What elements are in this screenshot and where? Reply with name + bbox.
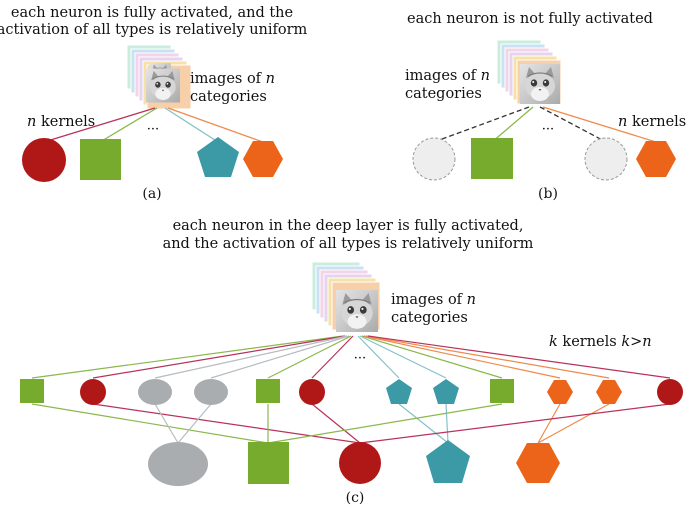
connection-line [357, 335, 400, 379]
connection-line [398, 403, 449, 444]
kernel-circle-inactive [584, 137, 628, 181]
kernel-hexagon-orange [636, 141, 676, 177]
connection-line [542, 106, 657, 143]
kitten-photo-icon [146, 67, 180, 104]
connection-line [367, 335, 671, 379]
panel-c-images-label-line1: images of n [391, 292, 476, 308]
deep-kernel-circle-red [339, 442, 381, 484]
kernel-square-green [20, 379, 44, 403]
connection-line [92, 403, 361, 444]
kernel-ellipse-gray [194, 379, 228, 405]
connection-line [154, 403, 179, 444]
panel-a: each neuron is fully activated, and the … [0, 5, 308, 202]
connection-line [267, 335, 352, 379]
panel-c-caption-line2: and the activation of all types is relat… [163, 236, 534, 252]
connection-line [43, 107, 156, 143]
panel-c-kernels-label: k kernels k>n [549, 334, 652, 350]
deep-kernel-hexagon-orange [516, 443, 560, 483]
kernel-square-green [471, 138, 513, 179]
connection-line-inactive [539, 106, 607, 143]
panel-a-images-label-line1: images of n [190, 71, 275, 87]
kernel-ellipse-gray [138, 379, 172, 405]
kernel-circle-red [657, 379, 683, 405]
panel-b-ellipsis: ··· [542, 122, 554, 137]
kernel-pentagon-teal [433, 379, 459, 404]
connection-line [154, 335, 348, 379]
kernel-pentagon-teal [386, 379, 412, 404]
connection-line [167, 107, 264, 143]
panel-c: each neuron in the deep layer is fully a… [20, 218, 683, 506]
panel-c-caption-line1: each neuron in the deep layer is fully a… [173, 218, 524, 234]
panel-b-images-label-line2: categories [405, 86, 482, 102]
panel-c-label: (c) [346, 490, 365, 506]
kernel-square-green [490, 379, 514, 403]
connection-line [361, 335, 503, 379]
connection-line [99, 107, 158, 143]
panel-a-ellipsis: ··· [147, 122, 159, 137]
kernel-square-green [80, 139, 121, 180]
kernel-hexagon-orange [596, 380, 622, 404]
panel-b-label: (b) [538, 186, 558, 202]
connection-line [311, 335, 354, 379]
kernel-circle-red [22, 138, 66, 182]
connection-line [210, 335, 350, 379]
panel-b-caption: each neuron is not fully activated [407, 11, 653, 27]
connection-line [164, 107, 219, 143]
panel-b: each neuron is not fully activated image… [405, 11, 686, 202]
kernel-pentagon-teal [197, 137, 239, 177]
kitten-photo-icon [336, 289, 378, 333]
connection-line [359, 335, 447, 379]
panel-c-ellipsis: ··· [354, 351, 366, 366]
kernel-circle-red [80, 379, 106, 405]
panel-c-images-label-line2: categories [391, 310, 468, 326]
kernel-hexagon-orange [547, 380, 573, 404]
panel-a-label: (a) [142, 186, 161, 202]
connection-line [365, 335, 610, 379]
panel-a-caption-line1: each neuron is fully activated, and the [11, 5, 293, 21]
deep-kernel-pentagon-teal [426, 440, 470, 483]
kernel-square-green [256, 379, 280, 403]
deep-kernel-square-green [248, 442, 289, 484]
connection-line [537, 403, 561, 444]
kitten-photo-icon [520, 63, 560, 105]
connection-line [445, 403, 449, 444]
panel-b-kernels-label: n kernels [618, 114, 686, 130]
connection-line [92, 335, 346, 379]
connection-line [491, 106, 534, 143]
kernel-hexagon-orange [243, 141, 283, 177]
connection-line [363, 335, 561, 379]
connection-line [537, 403, 610, 444]
connection-line [31, 403, 269, 444]
kernel-circle-red [299, 379, 325, 405]
connection-line [267, 403, 503, 444]
connection-line [177, 403, 212, 444]
connection-line [311, 403, 361, 444]
panel-a-images-label-line2: categories [190, 89, 267, 105]
deep-kernel-ellipse-gray [148, 442, 208, 486]
panel-b-images-label-line1: images of n [405, 68, 490, 84]
connection-line [359, 403, 671, 444]
kernel-circle-inactive [412, 137, 456, 181]
panel-a-kernels-label: n kernels [27, 114, 95, 130]
connection-line [31, 335, 344, 379]
connection-line-inactive [433, 106, 530, 143]
panel-a-caption-line2: activation of all types is relatively un… [0, 22, 308, 38]
